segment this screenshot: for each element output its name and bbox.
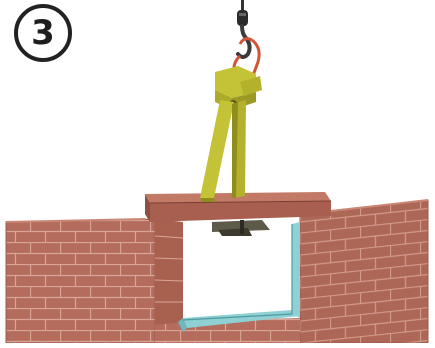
- window-opening: [183, 222, 295, 322]
- step-number-badge: 3: [14, 4, 72, 62]
- brick-wall-right: [300, 200, 428, 343]
- lintel-lifter-icon: [200, 66, 262, 202]
- brick-reveal-left: [155, 219, 183, 325]
- crane-hook-icon: [237, 0, 250, 57]
- brick-wall-left: [6, 219, 155, 343]
- step-number: 3: [31, 13, 55, 53]
